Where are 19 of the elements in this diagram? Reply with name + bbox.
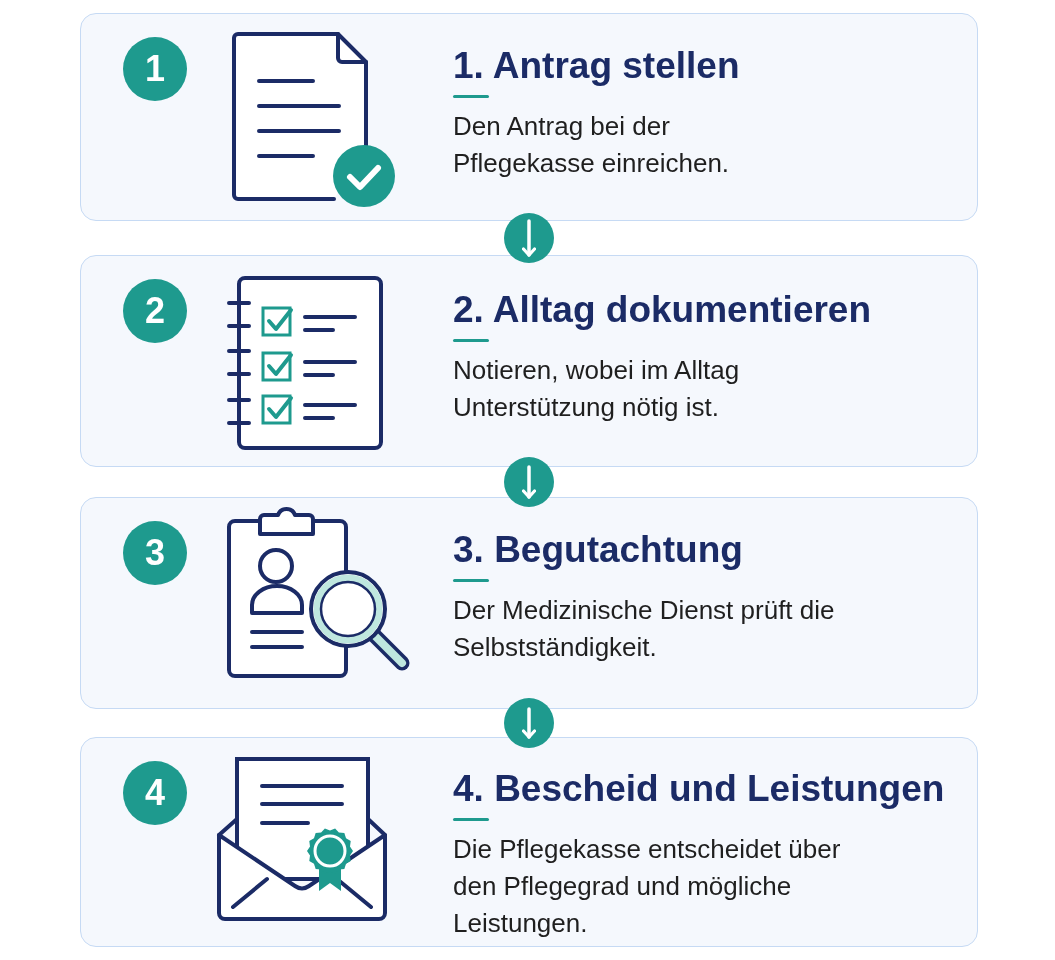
arrow [521, 219, 537, 257]
step-number-badge: 2 [123, 279, 187, 343]
step-description: Den Antrag bei der Pflegekasse einreichen. [453, 110, 731, 180]
step-title: 4. Bescheid und Leistungen [453, 767, 945, 811]
arrow [521, 465, 537, 499]
step-description: Notieren, wobei im Alltag Unterstützung nötig ist. [453, 354, 741, 424]
step-card [80, 737, 978, 947]
step-number-badge: 1 [123, 37, 187, 101]
step-description: Die Pflegekasse entscheidet über den Pflegegrad und mögliche Leistungen. [453, 833, 842, 940]
step-title: 2. Alltag dokumentieren [453, 288, 872, 332]
step-card [80, 255, 978, 467]
arrow [521, 707, 537, 739]
step-number-badge: 4 [123, 761, 187, 825]
step-title: 1. Antrag stellen [453, 44, 740, 88]
step-card [80, 497, 978, 709]
step-number-badge: 3 [123, 521, 187, 585]
step-description: Der Medizinische Dienst prüft die Selbstständigkeit. [453, 594, 836, 664]
step-card [80, 13, 978, 221]
step-title: 3. Begutachtung [453, 528, 743, 572]
